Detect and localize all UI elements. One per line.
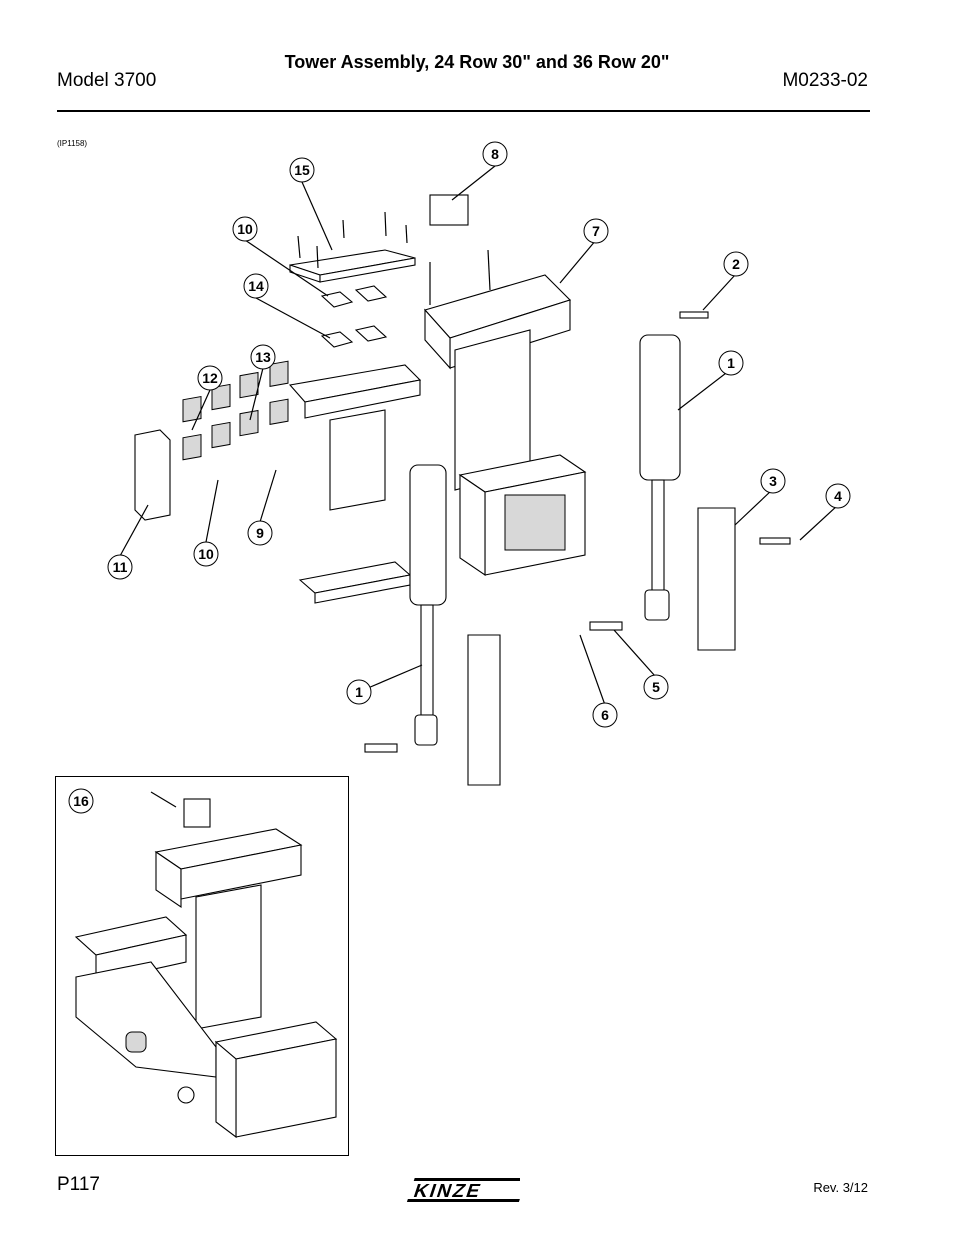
leader-lines xyxy=(119,165,839,706)
svg-text:13: 13 xyxy=(255,349,271,365)
hydraulic-cylinder-left xyxy=(409,464,447,746)
hydraulic-cylinder-right xyxy=(639,334,681,621)
svg-text:9: 9 xyxy=(256,525,264,541)
callout-4: 4 xyxy=(825,483,851,509)
assembled-tower-drawing: 16 xyxy=(68,788,338,1139)
valve-block xyxy=(429,194,469,226)
svg-text:6: 6 xyxy=(601,707,609,723)
tower-frame xyxy=(424,249,572,491)
svg-text:8: 8 xyxy=(491,146,499,162)
svg-text:5: 5 xyxy=(652,679,660,695)
callout-3: 3 xyxy=(760,468,786,494)
mount-frame xyxy=(288,364,422,604)
svg-text:1: 1 xyxy=(355,684,363,700)
callout-13: 13 xyxy=(250,344,276,370)
callout-2: 2 xyxy=(723,251,749,277)
svg-text:11: 11 xyxy=(113,559,128,575)
callout-9: 9 xyxy=(247,520,273,546)
revision-label: Rev. 3/12 xyxy=(813,1180,868,1195)
svg-text:2: 2 xyxy=(732,256,740,272)
document-number: M0233-02 xyxy=(782,70,868,91)
stand-brackets xyxy=(467,507,736,786)
top-plate xyxy=(289,211,416,283)
illustration-ref-code: (IP1158) xyxy=(57,139,88,148)
svg-text:1: 1 xyxy=(727,355,735,371)
svg-text:7: 7 xyxy=(592,223,600,239)
wear-pads-upper xyxy=(320,285,388,348)
page-title: Tower Assembly, 24 Row 30" and 36 Row 20… xyxy=(284,52,670,72)
svg-text:15: 15 xyxy=(294,162,310,178)
callout-7: 7 xyxy=(583,218,609,244)
callout-11: 11 xyxy=(107,554,133,580)
assembled-view-inset: 16 xyxy=(55,776,349,1156)
callout-8: 8 xyxy=(482,141,508,167)
lower-bracket-box xyxy=(458,454,587,577)
svg-text:4: 4 xyxy=(834,488,842,504)
svg-text:12: 12 xyxy=(202,370,218,386)
callout-10a: 10 xyxy=(232,216,258,242)
kinze-logo: KINZE xyxy=(406,1178,520,1202)
callout-14: 14 xyxy=(243,273,269,299)
callout-1a: 1 xyxy=(718,350,744,376)
callout-6: 6 xyxy=(592,702,618,728)
svg-text:16: 16 xyxy=(73,793,89,809)
pins xyxy=(364,311,791,753)
header-rule xyxy=(57,110,870,112)
callout-15: 15 xyxy=(289,157,315,183)
svg-text:10: 10 xyxy=(198,546,214,562)
callout-10b: 10 xyxy=(193,541,219,567)
svg-text:14: 14 xyxy=(248,278,264,294)
svg-text:3: 3 xyxy=(769,473,777,489)
page-number: P117 xyxy=(57,1174,100,1195)
logo-wordmark: KINZE xyxy=(411,1180,485,1201)
svg-text:10: 10 xyxy=(237,221,253,237)
callout-12: 12 xyxy=(197,365,223,391)
callout-5: 5 xyxy=(643,674,669,700)
side-plates xyxy=(134,360,289,521)
model-label: Model 3700 xyxy=(57,70,157,91)
callout-1b: 1 xyxy=(346,679,372,705)
